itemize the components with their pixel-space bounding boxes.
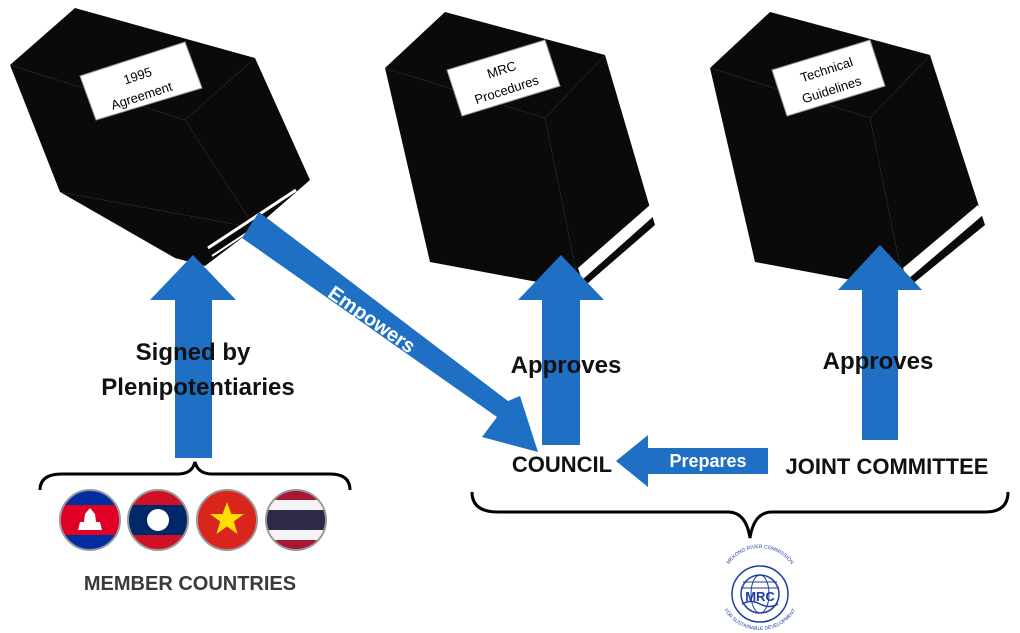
mrc-logo: MRC MEKONG RIVER COMMISSION FOR SUSTAINA… bbox=[723, 544, 798, 632]
joint-committee-node: JOINT COMMITTEE bbox=[786, 454, 989, 479]
signed-by-label-line-1: Signed by bbox=[136, 339, 251, 366]
thailand-flag-icon bbox=[265, 489, 327, 551]
mrc-logo-ring-bottom: FOR SUSTAINABLE DEVELOPMENT bbox=[723, 608, 798, 632]
laos-flag-icon bbox=[127, 489, 189, 551]
council-approves-arrow bbox=[518, 255, 604, 445]
prepares-label: Prepares bbox=[669, 451, 746, 471]
member-countries-brace bbox=[38, 461, 352, 491]
council-approves-label: Approves bbox=[511, 352, 622, 379]
signed-by-label-line-2: Plenipotentiaries bbox=[101, 374, 294, 401]
svg-text:MEKONG RIVER COMMISSION: MEKONG RIVER COMMISSION bbox=[726, 544, 795, 566]
cambodia-flag-icon bbox=[59, 489, 121, 551]
book-technical-guidelines: Technical Guidelines bbox=[710, 12, 985, 290]
signed-by-arrow bbox=[150, 255, 236, 458]
empowers-label: Empowers bbox=[324, 282, 419, 358]
empowers-arrow bbox=[242, 212, 538, 452]
committee-approves-label: Approves bbox=[823, 348, 934, 375]
member-countries-label: MEMBER COUNTRIES bbox=[84, 573, 296, 595]
vietnam-flag-icon bbox=[196, 489, 258, 551]
book-mrc-procedures: MRC Procedures bbox=[385, 12, 655, 290]
mrc-logo-text: MRC bbox=[745, 589, 775, 604]
council-committee-brace bbox=[470, 491, 1010, 539]
council-node: COUNCIL bbox=[512, 452, 612, 477]
mrc-logo-ring-top: MEKONG RIVER COMMISSION bbox=[726, 544, 795, 566]
committee-approves-arrow bbox=[838, 245, 922, 440]
prepares-arrow bbox=[616, 435, 768, 487]
svg-text:FOR SUSTAINABLE DEVELOPMENT: FOR SUSTAINABLE DEVELOPMENT bbox=[723, 608, 798, 632]
book-1995-agreement: 1995 Agreement bbox=[10, 8, 310, 266]
